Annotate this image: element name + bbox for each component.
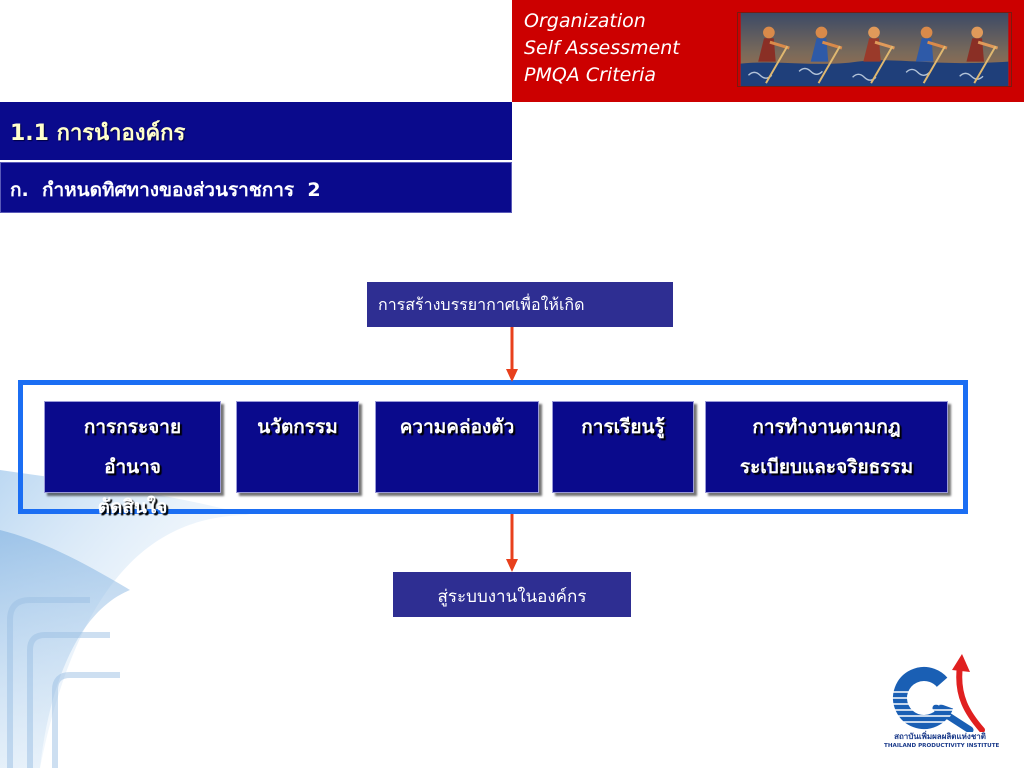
value-box-ethics: การทำงานตามกฎ ระเบียบและจริยธรรม [705, 401, 948, 493]
section-title: 1.1 การนำองค์กร [10, 121, 186, 146]
value-box-line: การเรียนรู้ [581, 416, 665, 438]
rower-figures [758, 26, 999, 84]
value-box-decentralization: การกระจาย อำนาจ ตัดสินใจ [44, 401, 221, 518]
tpi-logo: สถาบันเพิ่มผลผลิตแห่งชาติ THAILAND PRODU… [884, 652, 1000, 752]
brand-line-organization: Organization [524, 10, 646, 32]
tpi-logo-icon [892, 654, 985, 732]
value-box-line: นวัตกรรม [257, 416, 338, 438]
rowers-painting [737, 12, 1012, 87]
value-box-line: ตัดสินใจ [97, 496, 168, 518]
logo-name-thai: สถาบันเพิ่มผลผลิตแห่งชาติ [894, 732, 986, 741]
section-subtitle: ก. กำหนดทิศทางของส่วนราชการ 2 [10, 179, 321, 201]
value-box-agility: ความคล่องตัว [375, 401, 539, 493]
value-box-line: ความคล่องตัว [399, 416, 515, 438]
value-box-line: การทำงานตามกฎ [752, 416, 901, 438]
value-box-learning: การเรียนรู้ [552, 401, 694, 493]
flow-bottom-box: สู่ระบบงานในองค์กร [393, 572, 631, 617]
brand-text: Organization Self Assessment PMQA Criter… [524, 8, 680, 89]
brand-header: Organization Self Assessment PMQA Criter… [512, 0, 1024, 102]
value-box-line: ระเบียบและจริยธรรม [739, 456, 914, 478]
brand-line-self-assessment: Self Assessment [524, 37, 680, 59]
value-box-line: การกระจาย [83, 416, 182, 438]
arrow-down-icon [506, 327, 518, 382]
value-box-innovation: นวัตกรรม [236, 401, 359, 493]
arrow-down-icon [506, 514, 518, 572]
section-title-bar: 1.1 การนำองค์กร [0, 102, 512, 160]
background-swoosh [0, 470, 250, 768]
logo-name-english: THAILAND PRODUCTIVITY INSTITUTE [884, 743, 1000, 749]
flow-top-box: การสร้างบรรยากาศเพื่อให้เกิด [367, 282, 673, 327]
section-subtitle-bar: ก. กำหนดทิศทางของส่วนราชการ 2 [0, 162, 512, 213]
value-box-line: อำนาจ [104, 456, 161, 478]
values-frame [18, 380, 968, 514]
brand-line-pmqa-criteria: PMQA Criteria [524, 64, 657, 86]
